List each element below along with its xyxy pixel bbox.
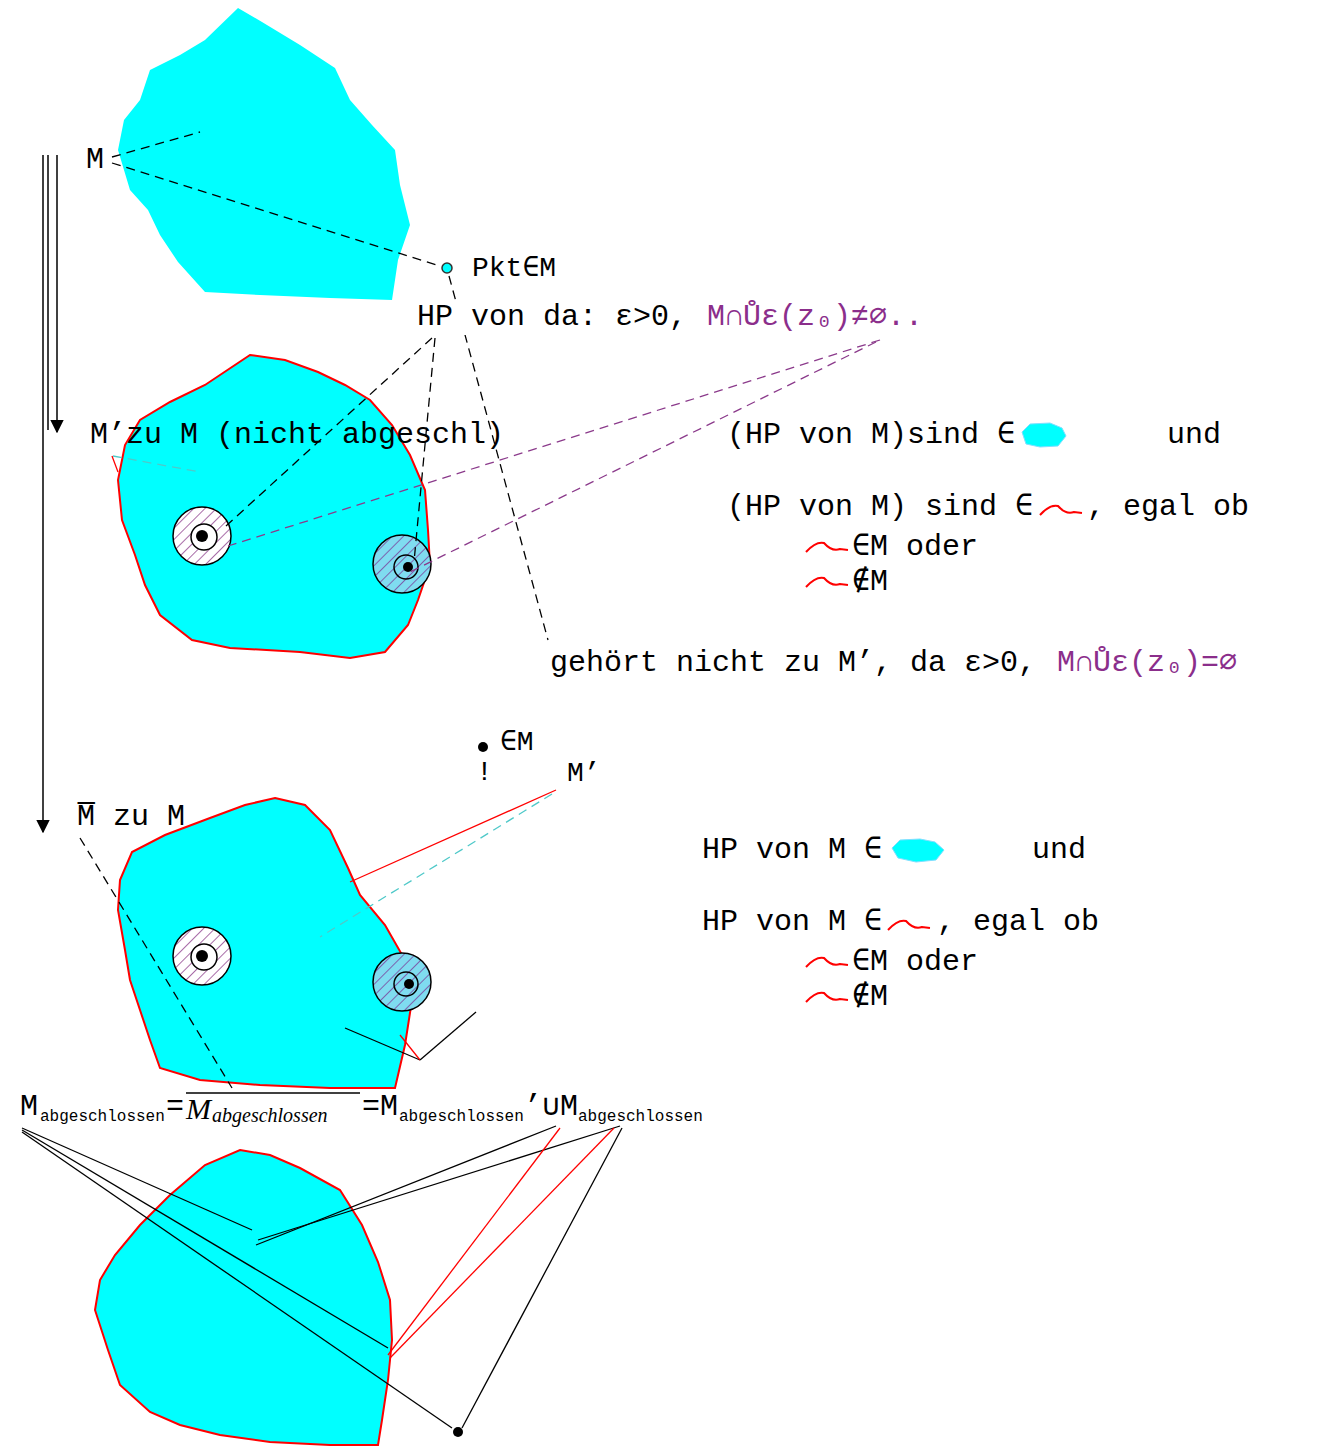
leader-line <box>320 794 552 937</box>
set-name: M̅ zu M <box>75 800 187 835</box>
leader-line <box>350 790 556 882</box>
formula: ’∪M <box>522 1090 580 1125</box>
leader-lines <box>22 1126 622 1428</box>
flow-line <box>47 155 49 430</box>
note: und <box>1030 833 1088 868</box>
point <box>404 979 414 989</box>
note: ∉M <box>850 980 890 1015</box>
subscript: abgeschlossen <box>576 1108 705 1126</box>
set-blob <box>118 8 410 300</box>
note: , egal ob <box>935 905 1101 940</box>
point <box>453 1427 463 1437</box>
neighbourhood <box>173 507 231 565</box>
subscript: abgeschlossen <box>210 1104 330 1127</box>
leader-line <box>400 1035 420 1060</box>
leader-lines <box>228 340 880 572</box>
point <box>403 562 413 572</box>
formula: = <box>164 1090 186 1125</box>
note: HP von M ∈ <box>700 905 884 940</box>
note: HP von da: ε>0, <box>415 300 689 335</box>
point <box>478 742 488 752</box>
neighbourhood <box>394 972 418 996</box>
note: gehört nicht zu M’, da ε>0, <box>548 646 1038 681</box>
point <box>196 530 208 542</box>
formula: M <box>184 1092 213 1127</box>
neighbourhood <box>191 524 217 550</box>
note: ∈M oder <box>850 530 980 565</box>
note: ∈M <box>498 727 536 759</box>
set-name: M <box>84 143 106 178</box>
leader-line <box>113 456 200 472</box>
blob-icon <box>1022 423 1066 447</box>
blob-icon <box>892 839 944 862</box>
leader-line <box>420 1012 476 1060</box>
subscript: abgeschlossen <box>397 1108 526 1126</box>
subscript: abgeschlossen <box>38 1108 167 1126</box>
neighbourhood <box>394 555 418 579</box>
set-blob <box>118 355 430 658</box>
neighbourhood <box>191 944 217 970</box>
leader-lines <box>388 1128 614 1358</box>
note: ∈M oder <box>850 945 980 980</box>
point <box>196 950 208 962</box>
isolated-point <box>442 263 452 273</box>
neighbourhood <box>373 535 431 593</box>
note: ∉M <box>850 565 890 600</box>
note: HP von M ∈ <box>700 833 884 868</box>
set-name: M’zu M (nicht abgeschl) <box>88 418 506 453</box>
formula: =M <box>360 1090 400 1125</box>
note: (HP von M) sind ∈ <box>725 490 1035 525</box>
flow-arrow <box>42 155 44 832</box>
leader-line <box>112 456 118 472</box>
note: , egal ob <box>1085 490 1251 525</box>
formula: M∩Ůε(z₀)=∅ <box>1055 646 1239 681</box>
note: (HP von M)sind ∈ <box>725 418 1017 453</box>
note: und <box>1165 418 1223 453</box>
note: ! <box>474 757 495 789</box>
set-name: M’ <box>565 758 603 790</box>
point-note: Pkt∈M <box>470 253 558 285</box>
neighbourhood <box>173 927 231 985</box>
set-blob <box>95 1150 392 1445</box>
flow-arrow <box>56 155 58 432</box>
formula: M <box>18 1090 40 1125</box>
set-blob <box>118 798 412 1088</box>
overline <box>186 1092 360 1093</box>
formula: M∩Ůε(z₀)≠∅.. <box>705 300 925 335</box>
leader-line <box>345 1028 420 1060</box>
neighbourhood <box>373 953 431 1011</box>
